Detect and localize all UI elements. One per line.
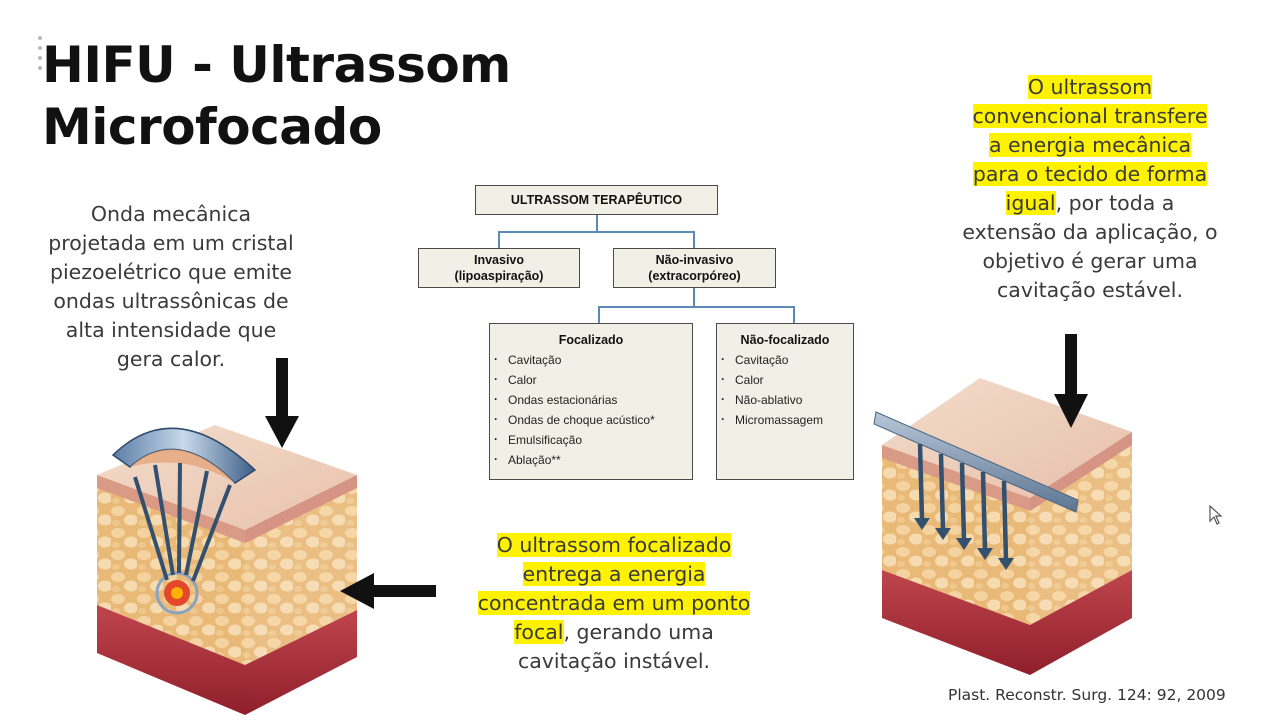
list-item: Emulsificação [492,429,692,450]
flow-box-title: Não-focalizado [740,333,830,347]
list-item: Não-ablativo [719,389,853,410]
right-text-line: para o tecido de forma [930,160,1250,189]
mouse-pointer-icon [1209,505,1223,525]
flow-connector [596,215,598,232]
black-arrow-icon [340,573,436,609]
flow-connector [598,306,600,323]
left-text-line: piezoelétrico que emite [49,260,293,284]
right-text-line: extensão da aplicação, o [962,220,1218,244]
black-arrow-icon [1054,334,1088,428]
bottom-text-line: concentrada em um ponto [438,589,790,618]
title-line-2: Microfocado [42,98,382,156]
left-description: Onda mecânica projetada em um cristal pi… [12,200,330,374]
left-text-line: alta intensidade que [65,318,277,342]
flow-box-focused: Focalizado Cavitação Calor Ondas estacio… [489,323,693,480]
right-text-line: igual, por toda a [930,189,1250,218]
title-line-1: HIFU - Ultrassom [42,36,511,94]
bottom-text-line: focal, gerando uma [438,618,790,647]
bottom-description: O ultrassom focalizado entrega a energia… [438,531,790,676]
list-item: Cavitação [719,349,853,370]
highlighted-text: concentrada em um ponto [477,591,751,615]
flow-box-unfocused: Não-focalizado Cavitação Calor Não-ablat… [716,323,854,480]
drag-handle-dots [38,36,44,76]
flow-box-line: Invasivo [473,253,525,267]
list-item: Calor [492,369,692,390]
flow-connector [693,288,695,307]
plain-text: , por toda a [1055,191,1175,215]
bottom-text-line: entrega a energia [438,560,790,589]
highlighted-text: a energia mecânica [988,133,1192,157]
right-description: O ultrassom convencional transfere a ene… [930,73,1250,305]
flow-box-title: Focalizado [558,333,624,347]
flow-box-invasive: Invasivo (lipoaspiração) [418,248,580,288]
focused-ultrasound-skin-block-illustration [97,425,357,715]
list-item: Ondas estacionárias [492,389,692,410]
highlighted-text: entrega a energia [522,562,706,586]
bottom-text-line: O ultrassom focalizado [438,531,790,560]
flow-connector [498,231,500,248]
flow-box-line: Não-invasivo [655,253,734,267]
plain-text: , gerando uma [563,620,714,644]
flow-connector [598,306,794,308]
right-text-line: a energia mecânica [930,131,1250,160]
flow-box-noninvasive: Não-invasivo (extracorpóreo) [613,248,776,288]
right-text-line: objetivo é gerar uma [982,249,1198,273]
list-item: Ablação** [492,449,692,470]
flow-box-therapeutic-ultrasound: ULTRASSOM TERAPÊUTICO [475,185,718,215]
left-text-line: ondas ultrassônicas de [53,289,289,313]
highlighted-text: para o tecido de forma [972,162,1208,186]
citation: Plast. Reconstr. Surg. 124: 92, 2009 [948,686,1226,704]
right-text-line: cavitação estável. [996,278,1183,302]
list-item: Cavitação [492,349,692,370]
highlighted-text: igual [1005,191,1056,215]
right-text-line: convencional transfere [930,102,1250,131]
flow-connector [793,306,795,323]
highlighted-text: O ultrassom [1027,75,1153,99]
right-text-line: O ultrassom [930,73,1250,102]
highlighted-text: focal [514,620,564,644]
slide-title: HIFU - Ultrassom Microfocado [42,34,602,158]
list-item: Micromassagem [719,409,853,430]
flow-connector [498,231,695,233]
left-text-line: gera calor. [116,347,226,371]
flow-connector [693,231,695,248]
list-item: Ondas de choque acústico* [492,409,692,430]
list-item: Calor [719,369,853,390]
highlighted-text: O ultrassom focalizado [496,533,732,557]
conventional-ultrasound-skin-block-illustration [873,378,1132,675]
flow-box-line: (lipoaspiração) [454,269,544,283]
highlighted-text: convencional transfere [972,104,1208,128]
left-text-line: projetada em um cristal [48,231,294,255]
black-arrow-icon [265,358,299,448]
left-text-line: Onda mecânica [90,202,252,226]
bottom-text-line: cavitação instável. [517,649,711,673]
flow-box-line: (extracorpóreo) [648,269,741,283]
